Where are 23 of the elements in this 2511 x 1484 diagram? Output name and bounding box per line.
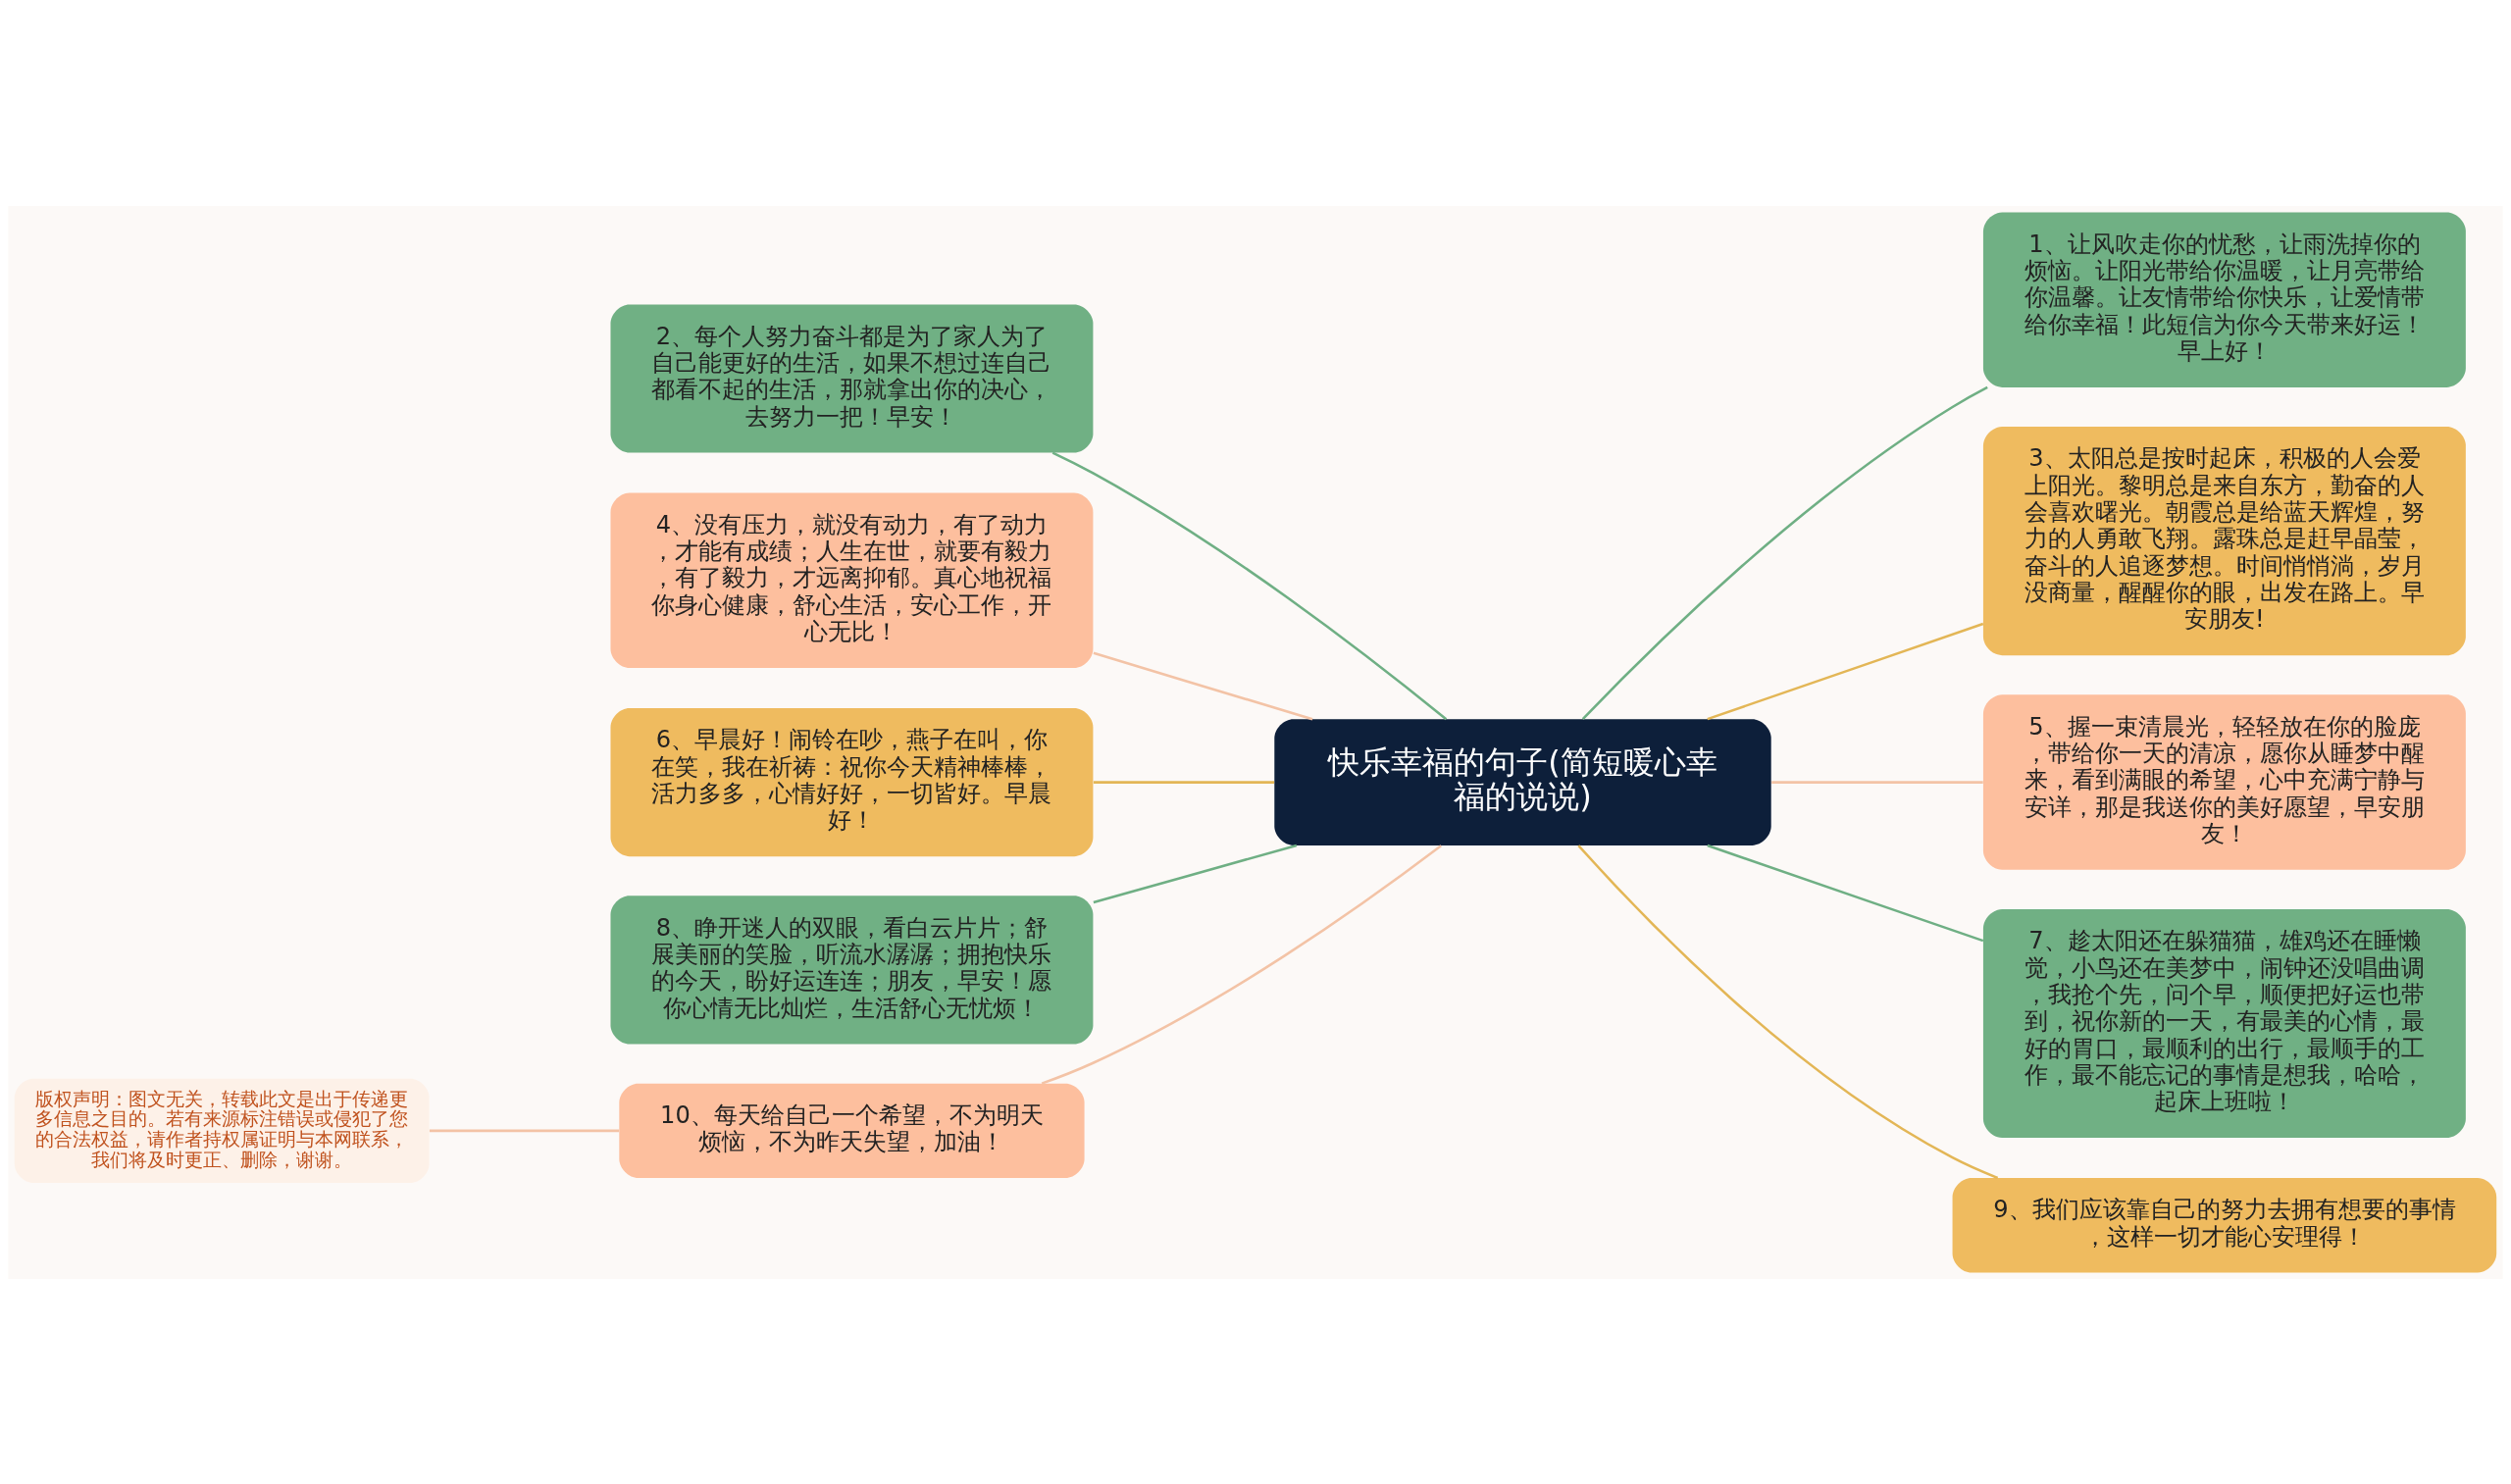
node-box: 8、睁开迷人的双眼，看白云片片；舒展美丽的笑脸，听流水潺潺；拥抱快乐的今天，盼好运连连；朋友，早安！愿你心情无比灿烂，生活舒心无忧烦！ (610, 895, 1094, 1044)
connector (1093, 780, 1275, 784)
connector (1041, 844, 1442, 1085)
connector (1093, 844, 1298, 903)
connector (1707, 622, 1984, 720)
connector (1771, 780, 1983, 784)
node-box: 2、每个人努力奋斗都是为了家人为了自己能更好的生活，如果不想过连自己都看不起的生活，那就拿出你的决心，去努力一把！早安！ (610, 304, 1094, 453)
connector (1707, 844, 1984, 942)
connector (1051, 451, 1448, 720)
node-box: 5、握一束清晨光，轻轻放在你的脸庞，带给你一天的清凉，愿你从睡梦中醒来，看到满眼的希望，心中充满宁静与安详，那是我送你的美好愿望，早安朋友！ (1982, 693, 2466, 870)
node-box: 9、我们应该靠自己的努力去拥有想要的事情，这样一切才能心安理得！ (1952, 1177, 2497, 1273)
connector (1577, 844, 1999, 1179)
node-box: 6、早晨好！闹铃在吵，燕子在叫，你在笑，我在祈祷：祝你今天精神棒棒，活力多多，心情好好，一切皆好。早晨好！ (610, 707, 1094, 856)
connector (1581, 385, 1988, 720)
node-box: 7、趁太阳还在躲猫猫，雄鸡还在睡懒觉，小鸟还在美梦中，闹钟还没唱曲调，我抢个先，问个早，顺便把好运也带到，祝你新的一天，有最美的心情，最好的胃口，最顺利的出行，最顺手的工作，最不能忘记的事情是想我，哈哈，起床上班啦！ (1982, 908, 2466, 1138)
node-box: 10、每天给自己一个希望，不为明天烦恼，不为昨天失望，加油！ (619, 1083, 1085, 1178)
node-box: 版权声明：图文无关，转载此文是出于传递更多信息之目的。若有来源标注错误或侵犯了您的合法权益，请作者持权属证明与本网联系，我们将及时更正、删除，谢谢。 (14, 1078, 430, 1183)
connector (1093, 651, 1313, 720)
node-box: 1、让风吹走你的忧愁，让雨洗掉你的烦恼。让阳光带给你温暖，让月亮带给你温馨。让友情带给你快乐，让爱情带给你幸福！此短信为你今天带来好运！早上好！ (1982, 211, 2466, 387)
connector (429, 1129, 620, 1132)
node-box: 3、太阳总是按时起床，积极的人会爱上阳光。黎明总是来自东方，勤奋的人会喜欢曙光。朝霞总是给蓝天辉煌，努力的人勇敢飞翔。露珠总是赶早晶莹，奋斗的人追逐梦想。时间悄悄淌，岁月没商量，醒醒你的眼，出发在路上。早安朋友! (1982, 426, 2466, 655)
node-box: 快乐幸福的句子(简短暖心幸福的说说) (1274, 718, 1771, 845)
node-box: 4、没有压力，就没有动力，有了动力，才能有成绩；人生在世，就要有毅力，有了毅力，才远离抑郁。真心地祝福你身心健康，舒心生活，安心工作，开心无比！ (610, 492, 1094, 668)
